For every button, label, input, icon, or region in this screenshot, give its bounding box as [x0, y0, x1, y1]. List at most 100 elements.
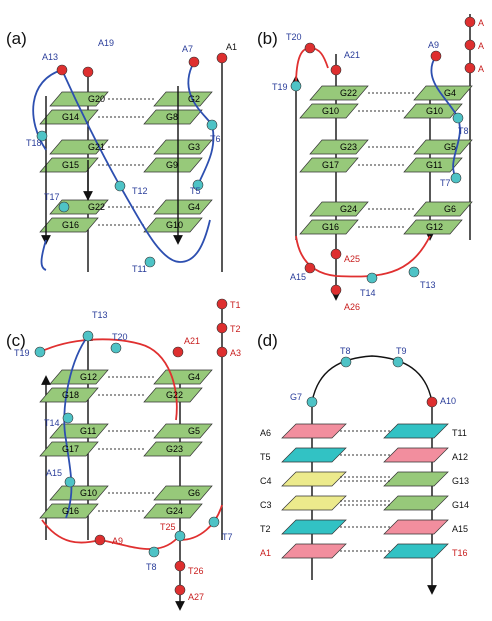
base-label: A27	[188, 592, 204, 602]
base-node	[206, 119, 218, 131]
g-plane	[153, 423, 213, 439]
base-node	[36, 130, 48, 142]
g-plane	[143, 217, 203, 233]
base-pair-row	[281, 543, 449, 559]
base-node	[174, 530, 186, 542]
a-plane	[281, 543, 347, 559]
a-plane	[281, 423, 347, 439]
g-label: G16	[322, 222, 339, 232]
g-label: G24	[166, 506, 183, 516]
t-plane	[383, 543, 449, 559]
base-label: T8	[146, 562, 157, 572]
g-label: G6	[188, 488, 200, 498]
loop-strand	[311, 355, 433, 403]
t-plane	[281, 447, 347, 463]
g-label: G18	[62, 390, 79, 400]
base-node	[304, 42, 316, 54]
g-label: G5	[188, 426, 200, 436]
base-node	[408, 266, 420, 278]
base-node	[464, 16, 476, 28]
g-label: G17	[322, 160, 339, 170]
base-label: T19	[272, 82, 288, 92]
g-plane	[39, 387, 99, 403]
panel-c-label: (c)	[6, 331, 26, 350]
loop-strand	[39, 338, 178, 421]
base-label: T2	[260, 524, 271, 534]
base-node	[452, 112, 464, 124]
g-plane	[143, 387, 203, 403]
c-plane	[281, 495, 347, 511]
base-label: T1	[230, 300, 241, 310]
base-node	[392, 356, 404, 368]
g-label: G16	[62, 220, 79, 230]
base-label: A25	[344, 254, 360, 264]
g-plane	[413, 85, 473, 101]
g-plane	[49, 139, 109, 155]
base-pair-row	[281, 519, 449, 535]
base-label: G13	[452, 476, 469, 486]
g-plane	[413, 139, 473, 155]
base-node	[82, 330, 94, 342]
base-node	[110, 342, 122, 354]
g-label: G22	[340, 88, 357, 98]
g-label: G21	[88, 142, 105, 152]
base-node	[216, 346, 228, 358]
g-plane	[403, 103, 463, 119]
base-label: A6	[260, 428, 271, 438]
base-label: G7	[290, 392, 302, 402]
base-node	[174, 584, 186, 596]
g-plane	[299, 157, 359, 173]
g-label: G10	[166, 220, 183, 230]
base-label: T9	[396, 346, 407, 356]
g-label: G6	[444, 204, 456, 214]
base-label: A15	[46, 468, 62, 478]
g-plane	[39, 441, 99, 457]
base-label: T8	[340, 346, 351, 356]
panel-a-label: (a)	[6, 29, 27, 48]
g-label: G10	[80, 488, 97, 498]
base-node	[464, 39, 476, 51]
g-label: G8	[166, 112, 178, 122]
tetrad-2	[299, 139, 473, 173]
base-label: T2	[230, 324, 241, 334]
base-label: T18	[26, 138, 42, 148]
base-label: T19	[14, 348, 30, 358]
base-pair-row	[281, 495, 449, 511]
g-label: G4	[444, 88, 456, 98]
g-label: G23	[340, 142, 357, 152]
g-plane	[153, 139, 213, 155]
g-label: G17	[62, 444, 79, 454]
base-label: A3	[230, 348, 241, 358]
loop-strand	[295, 235, 431, 278]
g-plane	[153, 91, 213, 107]
g-label: G4	[188, 202, 200, 212]
base-label: T5	[260, 452, 271, 462]
base-label: A13	[42, 52, 58, 62]
base-label: T8	[458, 126, 469, 136]
base-node	[330, 64, 342, 76]
base-label: T14	[360, 288, 376, 298]
g-label: G11	[80, 426, 96, 436]
base-label: A12	[452, 452, 468, 462]
base-label: T6	[210, 134, 221, 144]
g-plane	[143, 503, 203, 519]
base-label: A	[478, 41, 484, 51]
loop-strand	[179, 504, 223, 541]
loop-strand	[63, 335, 89, 519]
g-label: G14	[62, 112, 79, 122]
base-node	[62, 412, 74, 424]
t-plane	[383, 423, 449, 439]
g-plane	[153, 199, 213, 215]
base-node	[366, 272, 378, 284]
base-label: C4	[260, 476, 272, 486]
g-label: G22	[88, 202, 105, 212]
base-node	[216, 322, 228, 334]
t-plane	[281, 519, 347, 535]
base-node	[304, 262, 316, 274]
tetrad-2	[39, 139, 213, 173]
a-plane	[383, 519, 449, 535]
base-label: A15	[452, 524, 468, 534]
tetrad-1	[39, 91, 213, 125]
base-node	[114, 180, 126, 192]
